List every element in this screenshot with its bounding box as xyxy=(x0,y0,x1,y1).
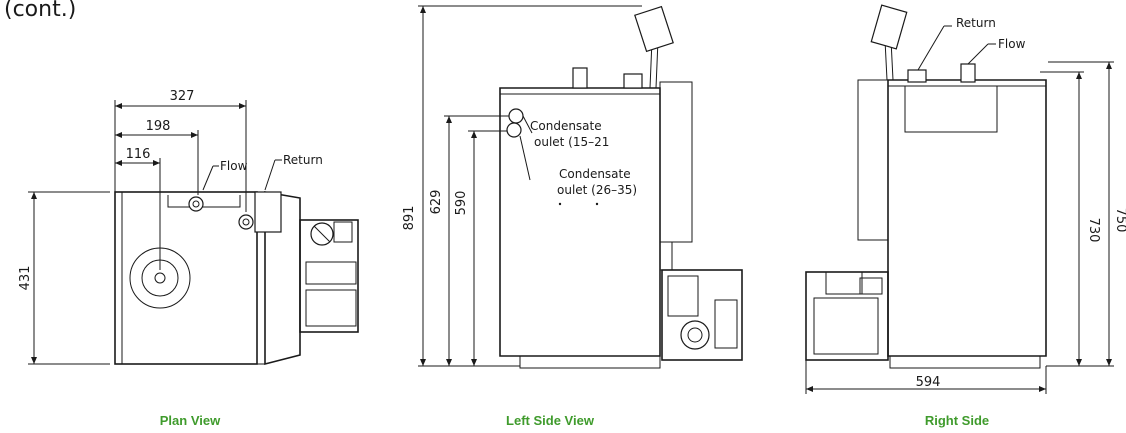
plan-view: 327 198 116 431 xyxy=(18,89,359,428)
flow-label-right: Flow xyxy=(998,37,1026,51)
dim-label-750: 750 xyxy=(1113,208,1126,233)
condensate-outlet-2-line1: Condensate xyxy=(559,167,631,181)
condensate-outlet-1-line2: oulet (15–21 xyxy=(534,135,609,149)
dim-label-116: 116 xyxy=(126,147,151,162)
flow-connection xyxy=(188,196,204,212)
burner-assembly-left xyxy=(661,269,743,361)
dim-label-590: 590 xyxy=(454,191,469,216)
dim-label-730: 730 xyxy=(1086,218,1101,243)
return-label-plan: Return xyxy=(283,153,323,167)
caption-left-side-view: Left Side View xyxy=(506,413,595,428)
condensate-outlet-1-line1: Condensate xyxy=(530,119,602,133)
caption-plan-view: Plan View xyxy=(160,413,221,428)
flue-circle-outer xyxy=(129,247,191,309)
condensate-outlet-lower xyxy=(506,122,522,138)
dim-label-594: 594 xyxy=(916,375,941,390)
return-connection xyxy=(254,191,282,233)
burner-assembly-right xyxy=(805,271,889,361)
flue-terminal-left xyxy=(634,5,674,53)
dim-label-198: 198 xyxy=(146,119,171,134)
boiler-body-right xyxy=(887,79,1047,357)
flue-terminal-right xyxy=(870,4,908,50)
left-side-view: 891 629 590 Condensate xyxy=(402,5,743,428)
dim-label-629: 629 xyxy=(429,190,444,215)
dim-label-327: 327 xyxy=(170,89,195,104)
boiler-body-plan xyxy=(114,191,258,365)
condensate-outlet-upper xyxy=(508,108,524,124)
header-fragment: (cont.) xyxy=(4,0,76,22)
dim-label-431: 431 xyxy=(18,266,33,291)
dim-label-891: 891 xyxy=(402,206,417,231)
condensate-outlet-2-line2: oulet (26–35) xyxy=(557,183,637,197)
flow-label-plan: Flow xyxy=(220,159,248,173)
return-label-right: Return xyxy=(956,16,996,30)
burner-assembly-plan xyxy=(299,219,359,333)
caption-right-side: Right Side xyxy=(925,413,989,428)
right-side-view: 594 730 750 Return Flow Right Sid xyxy=(805,4,1126,428)
